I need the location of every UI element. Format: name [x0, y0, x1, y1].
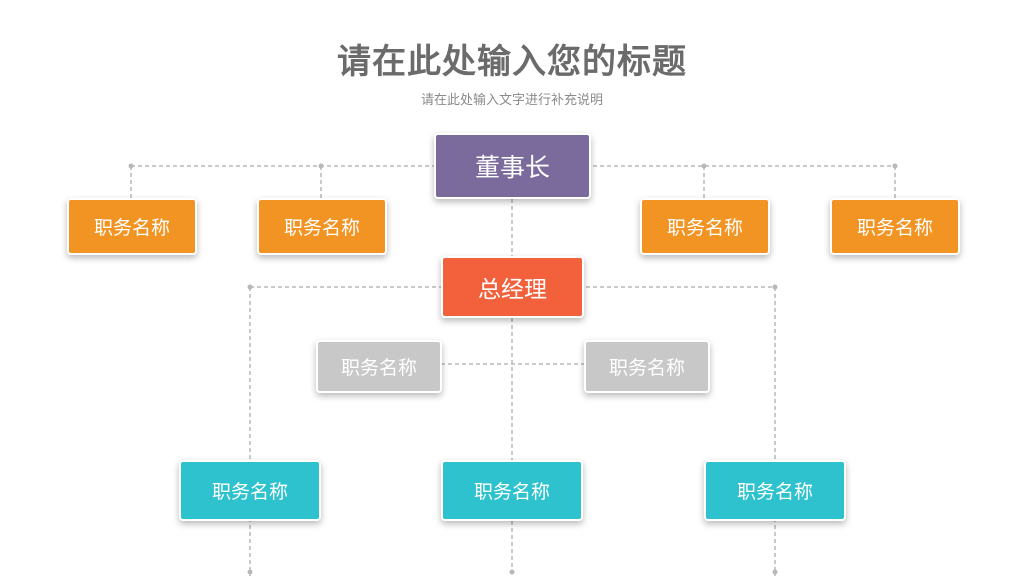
position-label: 职务名称: [666, 217, 743, 239]
level2-position-box: 职务名称: [704, 460, 846, 521]
level1-position-box: 职务名称: [830, 198, 960, 255]
position-label: 职务名称: [856, 217, 933, 239]
general-manager-box: 总经理: [441, 256, 584, 318]
level1-position-box: 职务名称: [257, 198, 387, 255]
level1-position-box: 职务名称: [640, 198, 770, 255]
position-label: 职务名称: [93, 217, 170, 239]
chairman-label: 董事长: [474, 153, 550, 182]
level1-position-box: 职务名称: [67, 198, 197, 255]
level2-position-box: 职务名称: [179, 460, 321, 521]
position-label: 职务名称: [736, 481, 813, 503]
position-label: 职务名称: [608, 357, 685, 379]
position-label: 职务名称: [211, 481, 288, 503]
general-manager-label: 总经理: [478, 277, 547, 303]
assistant-position-box: 职务名称: [316, 340, 442, 393]
assistant-position-box: 职务名称: [584, 340, 710, 393]
chairman-box: 董事长: [434, 133, 591, 199]
level2-position-box: 职务名称: [441, 460, 583, 521]
page-title: 请在此处输入您的标题: [337, 42, 687, 82]
position-label: 职务名称: [283, 217, 360, 239]
position-label: 职务名称: [340, 357, 417, 379]
page-subtitle: 请在此处输入文字进行补充说明: [420, 93, 603, 108]
position-label: 职务名称: [473, 481, 550, 503]
